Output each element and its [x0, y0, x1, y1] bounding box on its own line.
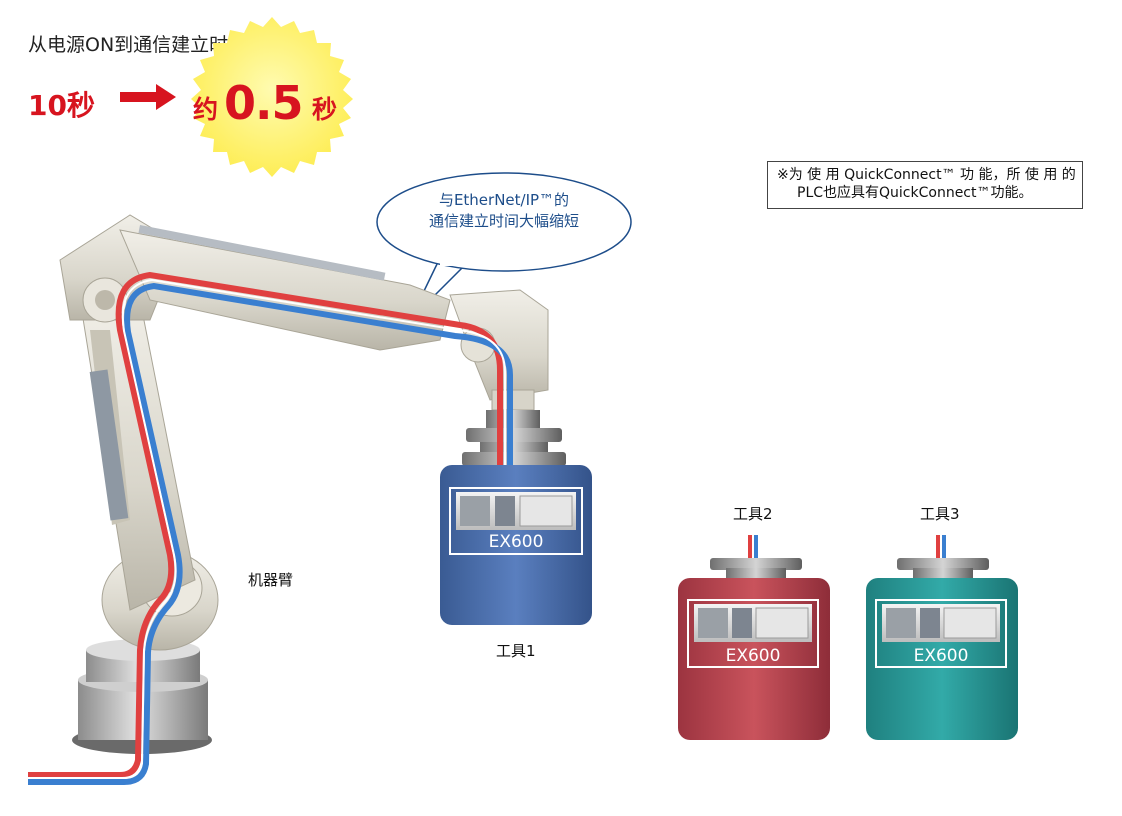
tool-2-box: [678, 535, 830, 740]
tool-3-label: 工具3: [920, 505, 960, 523]
tool-3-box: [866, 535, 1018, 740]
after-time-value: 0.5: [224, 76, 303, 130]
tool-1-box: [440, 465, 592, 625]
callout-line-2: 通信建立时间大幅缩短: [428, 212, 579, 230]
tool-3-module-label: EX600: [913, 646, 969, 666]
cable-red: [28, 271, 503, 778]
after-time-prefix: 约: [193, 95, 219, 124]
tool-1-label: 工具1: [496, 642, 536, 660]
tool-2-module-label: EX600: [725, 646, 781, 666]
robot-arm-label: 机器臂: [248, 571, 294, 589]
starburst-badge: [191, 17, 353, 177]
headline: 从电源ON到通信建立时间: [28, 34, 248, 56]
callout-line-1: 与EtherNet/IP™的: [438, 191, 570, 209]
cable-blue: [28, 282, 513, 785]
quickconnect-note: ※为 使 用 QuickConnect™ 功 能，所 使 用 的 PLC也应具有…: [767, 161, 1083, 209]
note-line-2: PLC也应具有QuickConnect™功能。: [797, 185, 1033, 201]
after-time-unit: 秒: [312, 95, 338, 124]
tool-2-label: 工具2: [733, 505, 773, 523]
before-time: 10秒: [28, 89, 95, 122]
note-line-1: ※为 使 用 QuickConnect™ 功 能，所 使 用 的: [777, 167, 1076, 183]
arrow-right-icon: [120, 84, 176, 110]
tool-1-module-label: EX600: [488, 532, 544, 552]
callout-text: 与EtherNet/IP™的 通信建立时间大幅缩短: [380, 190, 628, 232]
